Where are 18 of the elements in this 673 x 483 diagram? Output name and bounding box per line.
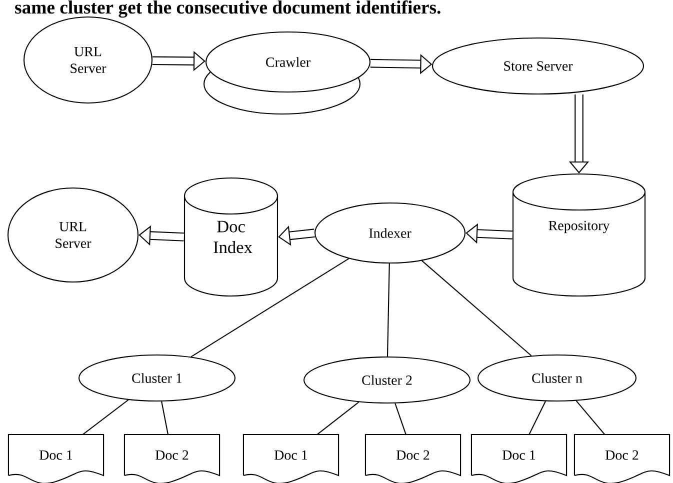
document-shape: Doc 2 (124, 434, 220, 483)
document-shape: Doc 1 (8, 434, 104, 483)
document-shape: Doc 2 (574, 434, 670, 483)
document-shape: Doc 2 (364, 434, 462, 483)
connector-line (394, 403, 406, 435)
connector-line (576, 400, 606, 435)
document-shape: Doc 1 (242, 434, 340, 483)
connector-line (386, 264, 390, 356)
caption-text: same cluster get the consecutive document identifiers. (15, 0, 440, 18)
connector-line (190, 258, 350, 358)
document-shape: Doc 1 (470, 434, 568, 483)
repository-cylinder: Repository (512, 173, 646, 297)
connector-line (316, 402, 359, 435)
index-cylinder: Doc Index (184, 177, 278, 297)
connector-line (82, 399, 129, 435)
connector-line (422, 260, 532, 356)
connector-line (528, 401, 546, 435)
connector-line (161, 401, 169, 435)
